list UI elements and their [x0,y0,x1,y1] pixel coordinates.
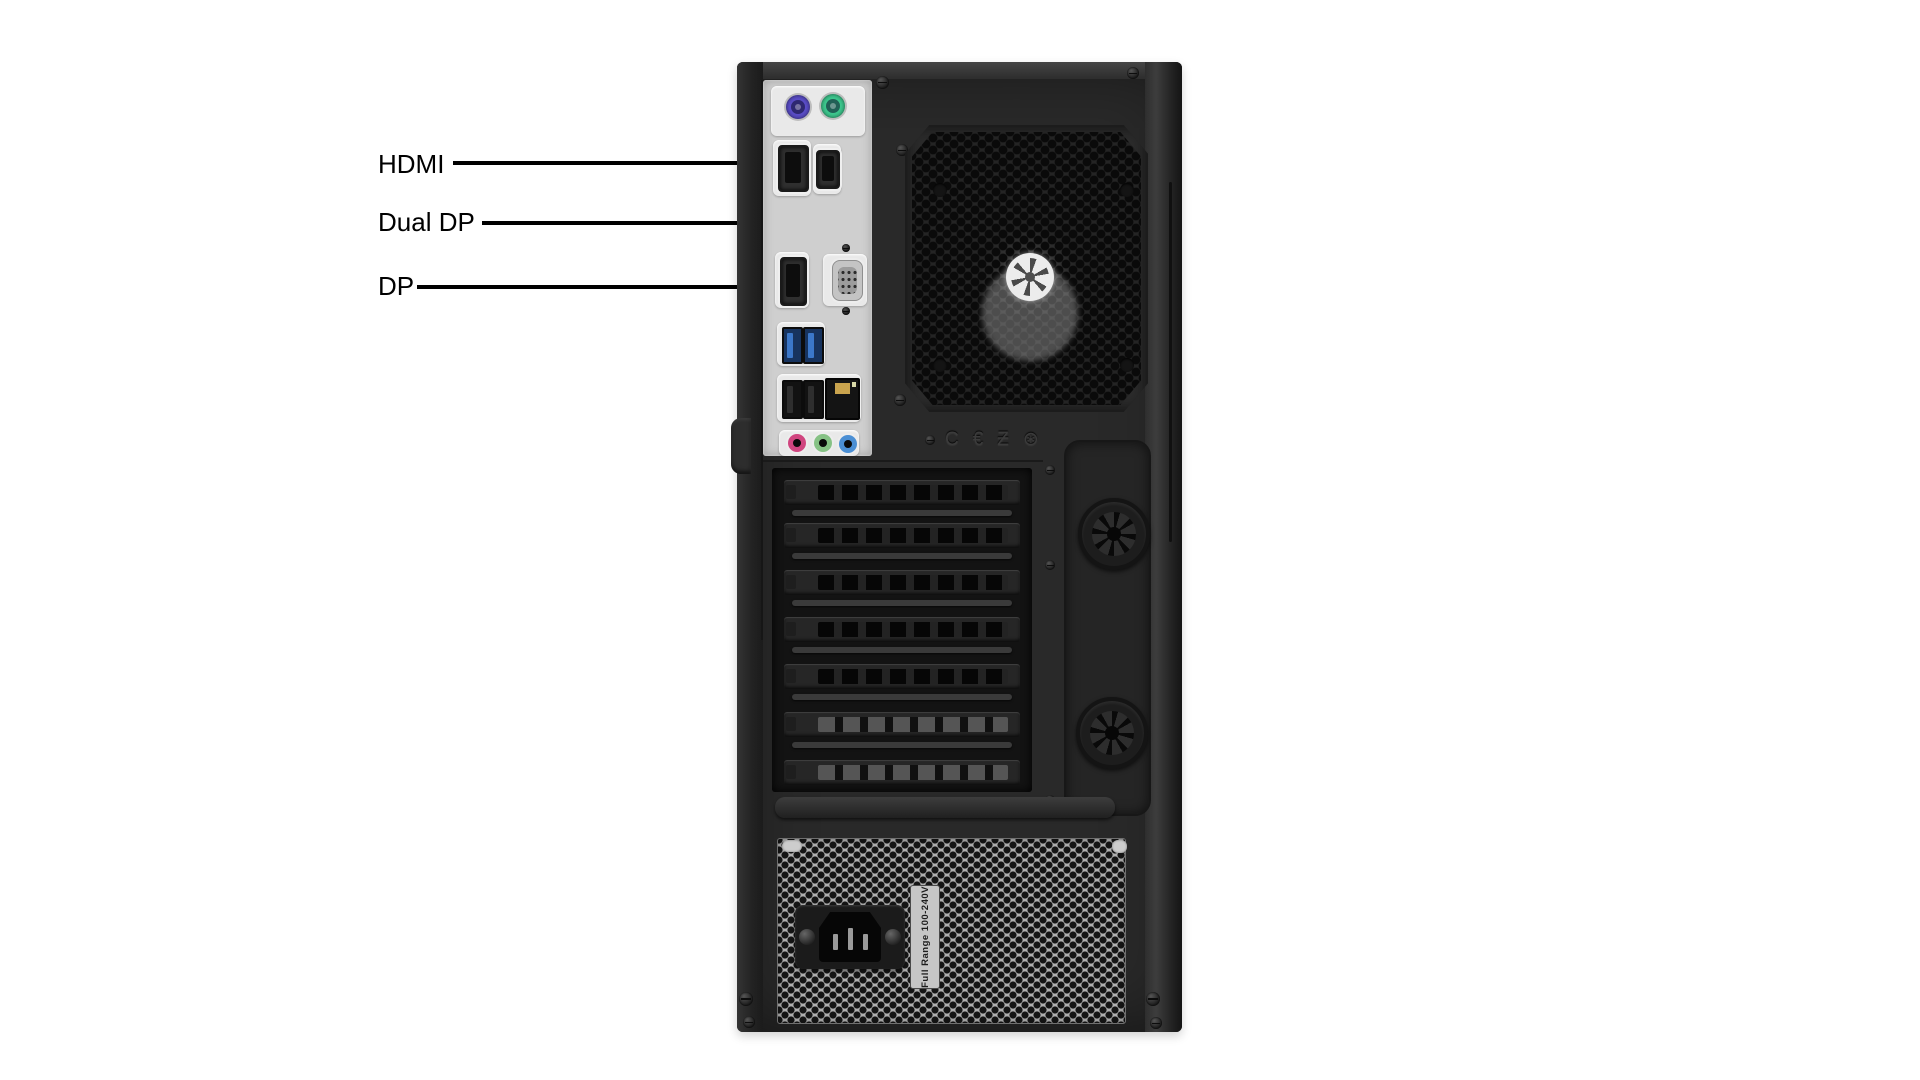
screw-icon [894,394,906,406]
slot-separator [792,694,1012,700]
c14-pin [848,928,853,950]
screw-icon [876,76,889,89]
io-panel [763,80,872,456]
ce-mark-icon: C€ [945,429,998,450]
thumbscrew-center [1105,726,1119,740]
screw-icon [1045,560,1055,570]
label-dp: DP [378,271,415,301]
c14-socket [819,912,881,962]
screw-icon [739,992,753,1006]
tower-left-seam [761,80,763,640]
usb2-port-2 [803,380,824,419]
psu-divider-bar [775,797,1115,818]
rail-groove [1169,182,1172,542]
displayport-upper [816,150,840,189]
slot-separator [792,510,1012,516]
fan-grille [905,125,1148,412]
tower-top-edge [737,62,1182,79]
audio-jack-mic [788,434,806,452]
psu-mount-tab [782,840,802,852]
leader-line-dp [417,285,779,289]
c14-pin [863,934,868,950]
ps2-keyboard-port [786,95,810,119]
thumbscrew-knob-lower [1076,697,1148,769]
thumbscrew-knob-upper [1078,498,1150,570]
screw-icon [1146,992,1160,1006]
vga-screw [842,244,850,252]
screw-icon [1045,465,1055,475]
usb3-port-2 [803,327,824,364]
slot-separator [792,742,1012,748]
fan-hub-icon [1006,253,1054,301]
slot-separator [792,553,1012,559]
ps2-pinfield [826,99,840,113]
vga-port [832,260,863,301]
screw-icon [925,435,935,445]
c14-pin [833,934,838,950]
inlet-screw [885,929,901,945]
slot-cover-1 [784,480,1020,505]
usb2-port-1 [782,380,803,419]
hdmi-port [778,145,809,192]
round-mark-icon: ⊛ [1022,429,1053,450]
psu-mount-tab [1112,840,1127,853]
slot-cover-2 [784,523,1020,548]
audio-jack-line-in [839,435,857,453]
ps2-pinfield [791,100,805,114]
psu-vent-plate: Full Range 100-240V [777,838,1127,1024]
side-panel-latch [731,418,751,474]
card-retention-plate [1064,440,1151,816]
fan-mount-hole [1120,358,1134,372]
screw-icon [896,144,908,156]
slot-separator [792,647,1012,653]
label-dual-dp: Dual DP [378,207,475,237]
screw-icon [743,1016,755,1028]
audio-jack-line-out [814,434,832,452]
fan-hub-center [1025,272,1035,282]
tower-right-rail [1145,62,1182,1032]
thumbscrew-center [1107,527,1121,541]
slot-cover-4 [784,617,1020,642]
label-hdmi: HDMI [378,149,445,179]
ac-power-inlet [795,905,905,969]
fan-mount-hole [933,358,947,372]
ps2-mouse-port [821,94,845,118]
tower-left-rim [737,62,763,1032]
tower-rear-panel: C€Ƶ⊛ [731,62,1182,1032]
fan-mount-hole [933,183,947,197]
screw-icon [1127,67,1139,79]
usb3-port-1 [782,327,803,364]
screw-icon [1150,1017,1162,1029]
slot-cover-6 [784,712,1020,737]
slot-cover-5 [784,664,1020,689]
vga-pinfield [838,267,857,294]
displayport-lower [780,257,807,306]
slot-cover-7 [784,760,1020,785]
z-mark-icon: Ƶ [997,429,1023,450]
psu-voltage-label: Full Range 100-240V [910,885,940,989]
ps2-bracket [771,86,865,136]
leader-line-dual-dp [482,221,827,225]
slot-separator [792,600,1012,606]
vga-screw [842,307,850,315]
chassis-seam [763,460,1043,462]
leader-line-hdmi [453,161,781,165]
ethernet-port [825,378,860,420]
certification-marks: C€Ƶ⊛ [945,428,1075,454]
inlet-screw [799,929,815,945]
slot-cover-3 [784,570,1020,595]
expansion-slot-area [772,468,1032,792]
fan-mount-hole [1120,183,1134,197]
